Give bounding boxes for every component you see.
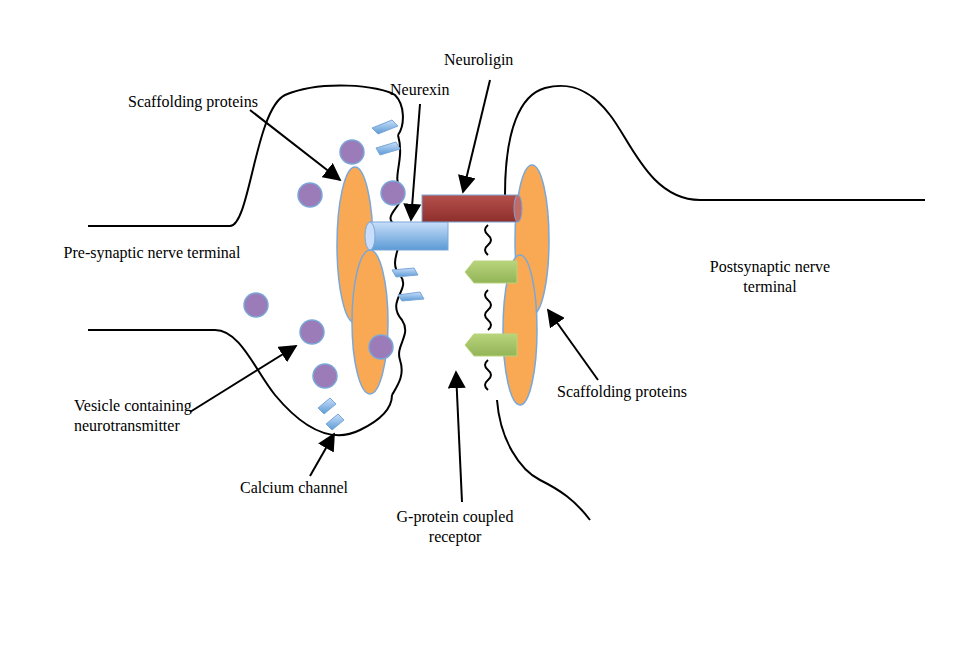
neuroligin-protein [422, 195, 522, 222]
part-label: Calcium channel [240, 478, 380, 498]
vesicle [244, 140, 405, 388]
part-label: Neurexin [390, 80, 480, 100]
calcium-channel [318, 120, 424, 430]
part-label: Postsynaptic nerve terminal [690, 257, 850, 297]
part-label: Vesicle containing neurotransmitter [74, 396, 234, 436]
g-protein-receptor [465, 261, 517, 356]
scaffolding-protein [337, 165, 549, 405]
leader-arrow [190, 80, 598, 502]
part-label: Pre-synaptic nerve terminal [62, 243, 242, 263]
part-label: G-protein coupled receptor [385, 507, 525, 547]
part-label: Scaffolding proteins [128, 92, 298, 112]
part-label: Neuroligin [444, 50, 554, 70]
postsynaptic-membrane [485, 86, 925, 520]
neurexin-protein [365, 222, 448, 250]
part-label: Scaffolding proteins [557, 382, 727, 402]
